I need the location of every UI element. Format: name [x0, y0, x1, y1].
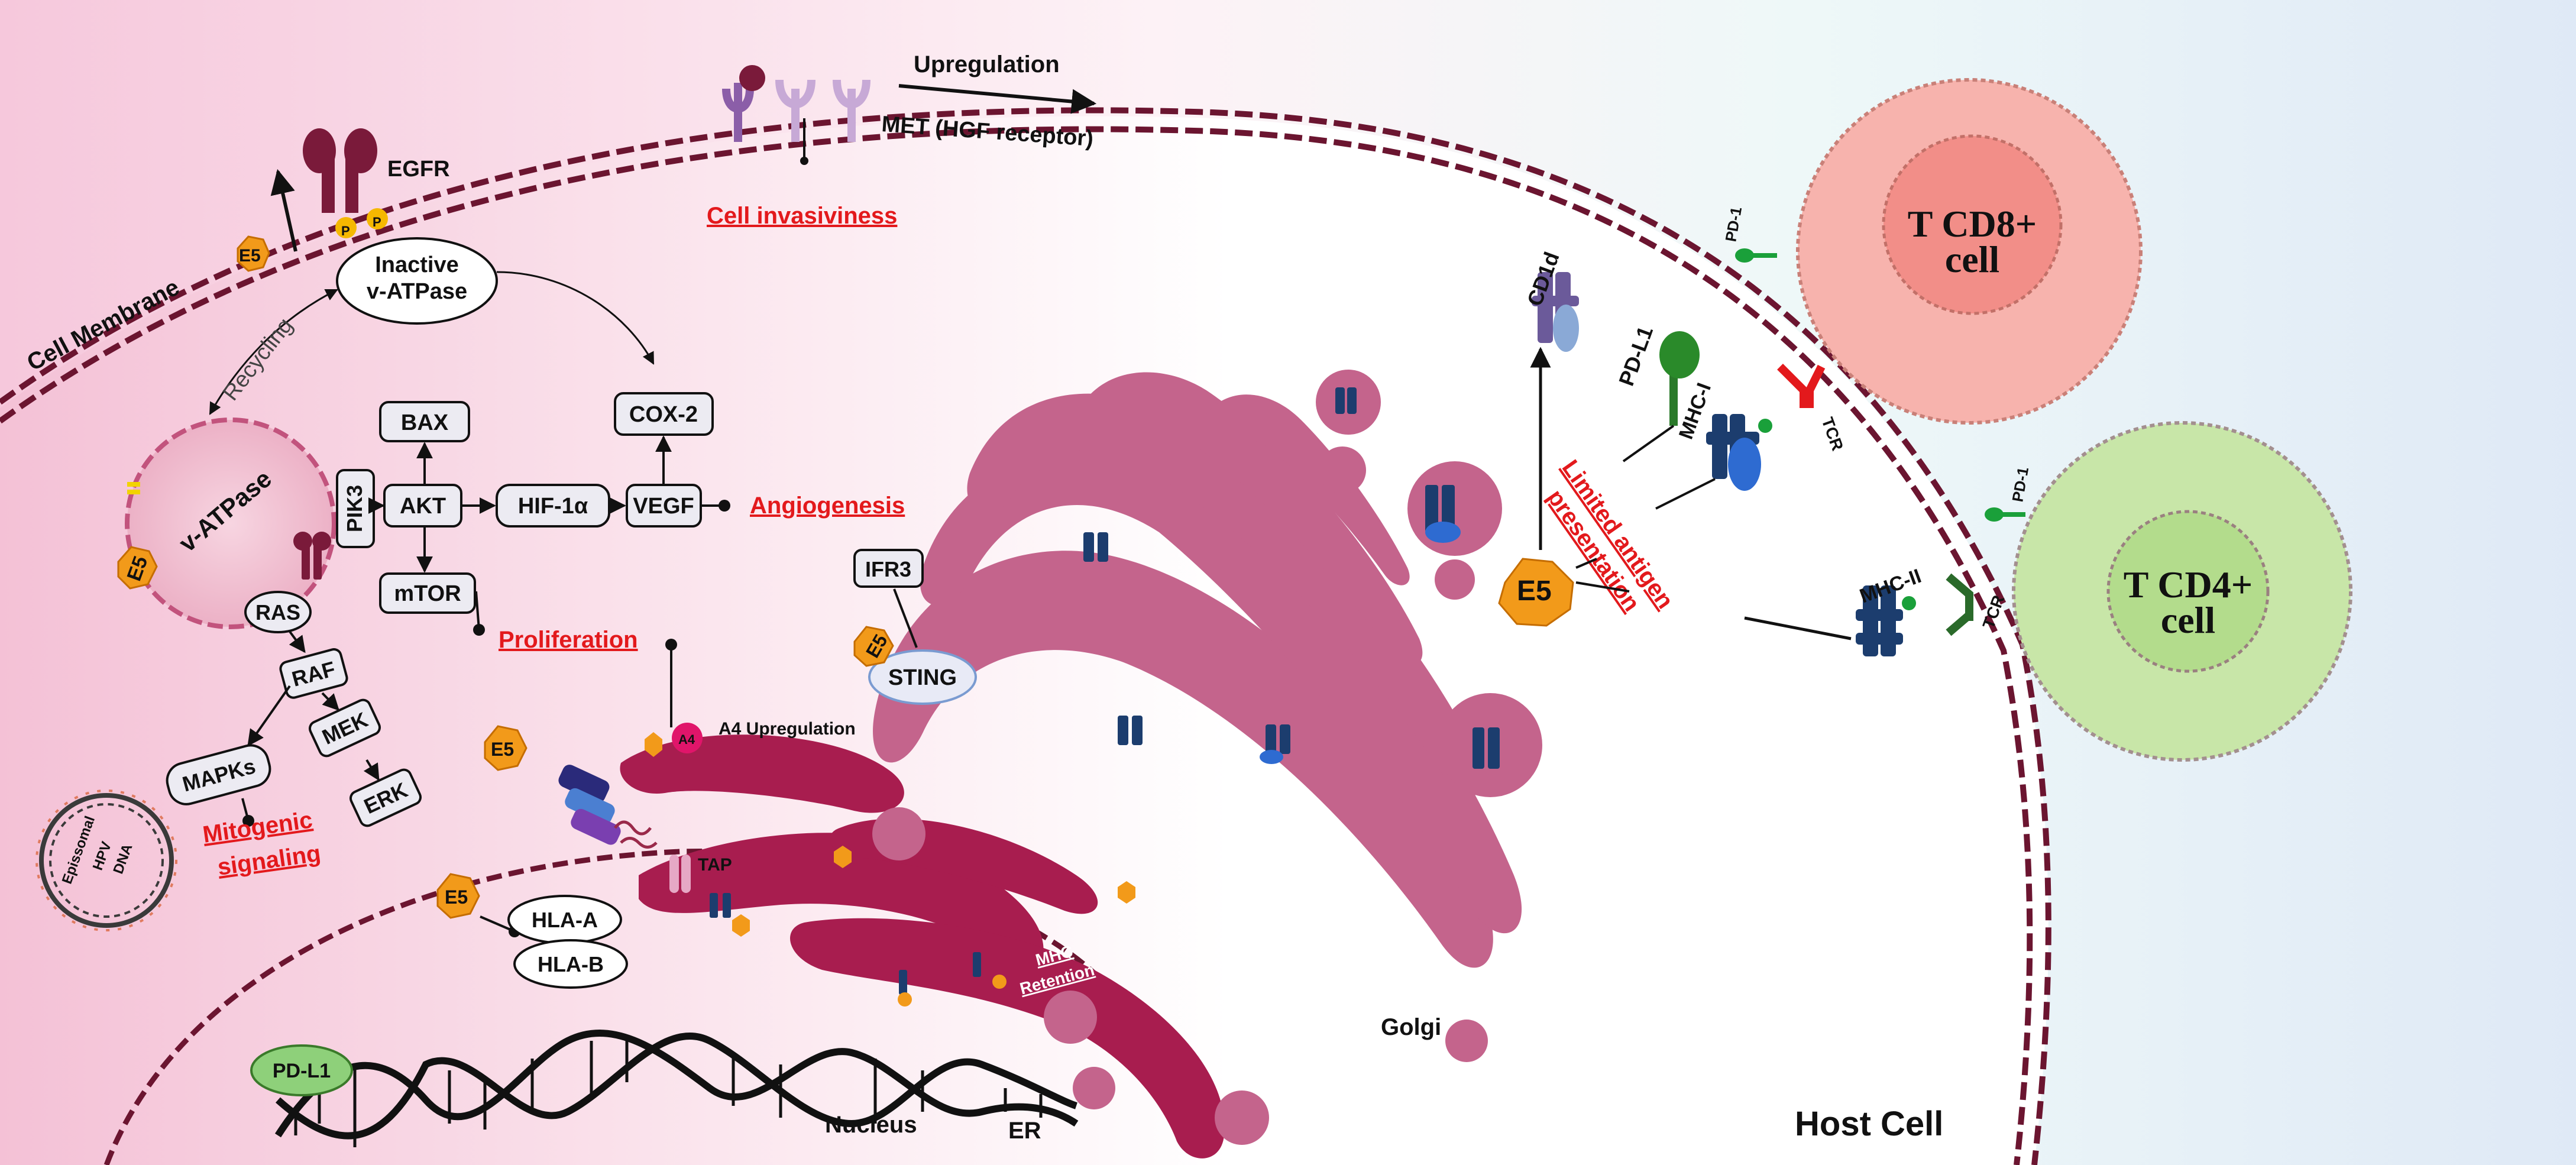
t-cd4-label: T CD4+	[2124, 564, 2253, 606]
vesicle-egfr	[293, 532, 331, 580]
a4-e5	[645, 732, 662, 757]
egfr-label: EGFR	[387, 157, 450, 182]
t-cd4-cell-label: cell	[2161, 599, 2215, 641]
cox2-node: COX-2	[614, 392, 714, 436]
mhc-i-molecule	[1706, 414, 1772, 491]
cell-membrane-outer	[0, 107, 2051, 1165]
t-cd8-label: T CD8+	[1908, 203, 2037, 245]
vatpase-vesicle	[125, 418, 336, 629]
pd1-cd8	[1735, 248, 1777, 263]
proliferation-label: Proliferation	[499, 627, 638, 653]
golgi-label: Golgi	[1381, 1014, 1441, 1040]
hla-a-label: HLA-A	[532, 908, 598, 932]
akt-label: AKT	[400, 494, 446, 519]
pd-l1-gene-label: PD-L1	[273, 1060, 331, 1082]
vegf-label: VEGF	[633, 494, 694, 519]
er-label: ER	[1008, 1118, 1041, 1144]
e5-membrane-label: E5	[239, 246, 261, 266]
mapks-node: MAPKs	[166, 744, 271, 805]
bax-node: BAX	[379, 401, 470, 442]
mtor-node: mTOR	[379, 572, 476, 614]
a4-upregulation-label: A4 Upregulation	[719, 719, 856, 739]
mhc-molecules	[710, 387, 1500, 995]
e5-hla-label: E5	[445, 886, 468, 908]
er-e5-molecules	[732, 846, 1135, 1007]
e5-membrane	[237, 235, 270, 272]
pd1-cd4	[1985, 507, 2025, 522]
erk-node: ERK	[349, 768, 422, 827]
egfr-receptor: P P	[303, 128, 388, 238]
angiogenesis-label: Angiogenesis	[750, 493, 905, 519]
t-cd4-nucleus	[2106, 510, 2270, 673]
raf-node: RAF	[279, 648, 348, 699]
cox2-label: COX-2	[629, 402, 698, 427]
akt-node: AKT	[383, 484, 462, 528]
tcr-cd4	[1946, 573, 1973, 636]
nucleus-dna-helix	[274, 1030, 1079, 1138]
sting-node	[868, 649, 977, 705]
phospho-p-label-2: P	[373, 215, 381, 229]
hla-b-node	[513, 939, 628, 989]
e5-free	[484, 725, 528, 771]
proteasome	[558, 765, 621, 845]
host-cell-label: Host Cell	[1795, 1105, 1943, 1143]
t-cd8-nucleus	[1882, 134, 2063, 315]
upregulation-label: Upregulation	[914, 51, 1060, 77]
mhc-ii-molecule	[1856, 585, 1916, 656]
cd1d-molecule	[1532, 272, 1579, 352]
e5-central	[1498, 558, 1574, 627]
ifr3-node: IFR3	[853, 549, 924, 588]
nucleus-label: Nucleus	[825, 1112, 917, 1138]
hla-b-label: HLA-B	[538, 952, 604, 976]
e5-sting	[853, 626, 894, 667]
sting-label: STING	[888, 665, 957, 690]
pd-l1-gene	[250, 1044, 353, 1096]
t-cd8-cell-label: cell	[1945, 238, 1999, 280]
pik3-node: PIK3	[336, 469, 375, 548]
tap-label: TAP	[698, 855, 732, 875]
yellow-marker	[127, 482, 140, 487]
vatpase-label-inactive: v-ATPase	[367, 279, 467, 304]
hif1a-label: HIF-1α	[518, 494, 588, 519]
episomal-hpv-dna	[35, 789, 177, 931]
e5-hla	[436, 873, 480, 919]
e5-central-label: E5	[1517, 575, 1552, 607]
tcr-cd8	[1777, 364, 1826, 408]
a4-molecule	[672, 723, 703, 753]
ras-label: RAS	[255, 600, 300, 624]
cell-membrane-inner	[0, 126, 2033, 1165]
dna-rungs	[294, 1041, 1043, 1147]
peptides	[614, 820, 658, 849]
bax-label: BAX	[401, 410, 449, 435]
phospho-p-label-1: P	[341, 224, 350, 238]
a4-label: A4	[678, 732, 695, 747]
mtor-label: mTOR	[394, 581, 461, 606]
e5-free-label: E5	[491, 739, 514, 760]
ras-node: RAS	[244, 591, 312, 633]
pd-l1-membrane	[1659, 331, 1700, 426]
cell-invasiviness-label: Cell invasiviness	[707, 203, 897, 229]
vegf-node: VEGF	[626, 484, 702, 528]
pik3-label: PIK3	[342, 485, 367, 532]
ifr3-label: IFR3	[865, 557, 911, 581]
tap-transporter	[669, 855, 691, 893]
inactive-vatpase-node	[336, 237, 498, 325]
inactive-label: Inactive	[375, 253, 459, 277]
e5-vesicle	[117, 546, 158, 590]
hif1a-node: HIF-1α	[496, 484, 610, 528]
met-receptors	[722, 65, 870, 165]
